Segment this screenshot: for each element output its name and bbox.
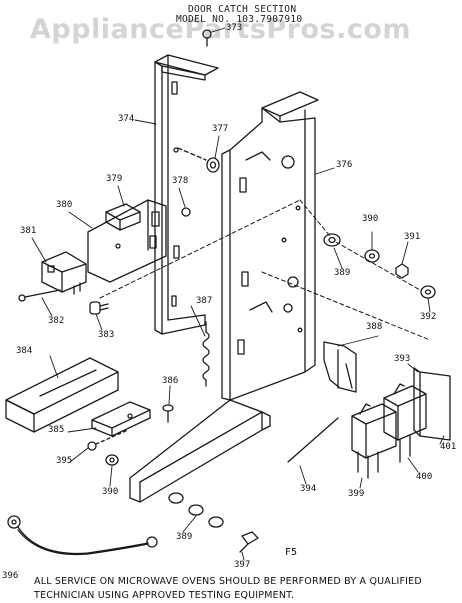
callout-386: 386 xyxy=(162,376,179,386)
service-warning: ALL SERVICE ON MICROWAVE OVENS SHOULD BE… xyxy=(34,575,422,603)
callout-391: 391 xyxy=(404,232,421,242)
part-387-spring xyxy=(202,321,210,387)
callout-374: 374 xyxy=(118,114,135,124)
callout-390-lower: 390 xyxy=(102,487,119,497)
callout-377: 377 xyxy=(212,124,229,134)
part-383-knob xyxy=(89,301,109,315)
section-title: DOOR CATCH SECTION xyxy=(188,4,297,15)
callout-389-lower: 389 xyxy=(176,532,193,542)
part-399-switch xyxy=(351,403,397,479)
part-379-catch xyxy=(105,203,141,231)
part-385-latch xyxy=(91,401,151,437)
callout-400: 400 xyxy=(416,472,433,482)
part-393-insulator xyxy=(413,367,451,441)
part-378-nut xyxy=(181,207,191,217)
part-388-bracket xyxy=(323,341,357,393)
part-389-washer-upper xyxy=(323,233,341,247)
part-384-cover xyxy=(5,357,119,433)
callout-388: 388 xyxy=(366,322,383,332)
figure-tag: F5 xyxy=(285,547,298,558)
callout-384: 384 xyxy=(16,346,33,356)
callout-385: 385 xyxy=(48,425,65,435)
part-391-nut xyxy=(395,263,409,279)
callout-382: 382 xyxy=(48,316,65,326)
model-number: MODEL NO. 103.7907910 xyxy=(176,14,303,25)
callout-390-upper: 390 xyxy=(362,214,379,224)
part-382-screw xyxy=(18,289,61,302)
callout-379: 379 xyxy=(106,174,123,184)
service-warning-line1: ALL SERVICE ON MICROWAVE OVENS SHOULD BE… xyxy=(34,576,422,587)
callout-392: 392 xyxy=(420,312,437,322)
callout-399: 399 xyxy=(348,489,365,499)
part-373-screw xyxy=(202,29,212,47)
callout-383: 383 xyxy=(98,330,115,340)
part-395-nut xyxy=(87,429,129,451)
callout-401: 401 xyxy=(440,442,457,452)
part-380-plate xyxy=(87,199,167,283)
callout-380: 380 xyxy=(56,200,73,210)
assembly-lines xyxy=(99,199,431,341)
callout-393: 393 xyxy=(394,354,411,364)
part-397-screw xyxy=(239,531,259,553)
part-374-bracket xyxy=(154,54,219,335)
callout-378: 378 xyxy=(172,176,189,186)
callout-395: 395 xyxy=(56,456,73,466)
callout-387: 387 xyxy=(196,296,213,306)
part-386-screw xyxy=(162,404,174,423)
callout-394: 394 xyxy=(300,484,317,494)
callout-373: 373 xyxy=(226,23,243,33)
part-base-bracket xyxy=(129,399,271,503)
part-392-washer xyxy=(420,285,436,299)
part-381-switch xyxy=(41,251,87,295)
callout-397: 397 xyxy=(234,560,251,570)
callout-376: 376 xyxy=(336,160,353,170)
leader-lines xyxy=(31,27,445,561)
service-warning-line2: TECHNICIAN USING APPROVED TESTING EQUIPM… xyxy=(34,590,295,601)
part-400-switch xyxy=(383,383,427,463)
part-396-lead-wire xyxy=(7,515,158,556)
part-376-panel xyxy=(221,91,319,401)
callout-396: 396 xyxy=(2,571,19,581)
part-390-washer-lower xyxy=(105,454,119,466)
callout-381: 381 xyxy=(20,226,37,236)
part-389-washers-lower xyxy=(168,492,224,528)
callout-389-upper: 389 xyxy=(334,268,351,278)
part-394-pin xyxy=(287,417,339,463)
part-377-bushing xyxy=(177,147,220,173)
